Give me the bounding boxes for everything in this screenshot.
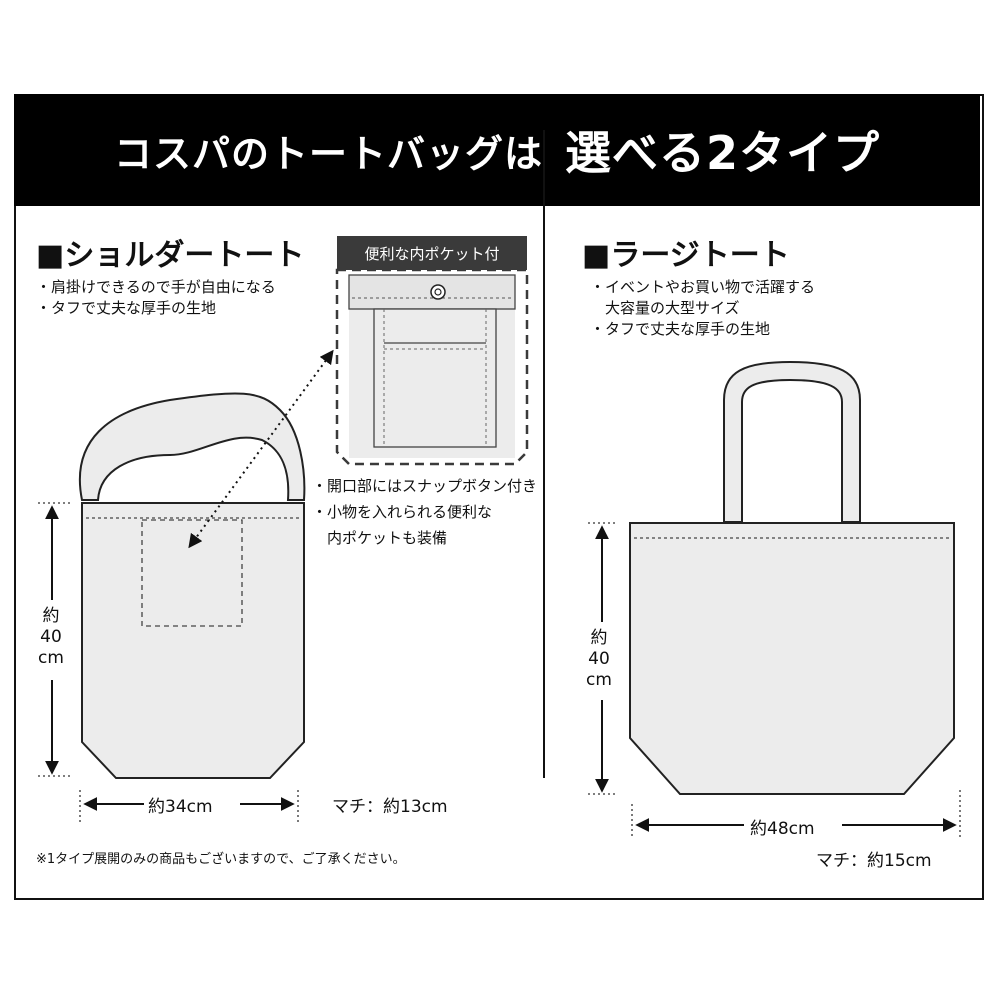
header-title: コスパのトートバッグは 選べる2タイプ [14, 94, 980, 206]
pocket-pointer-arrow [188, 349, 334, 549]
feature-item: 大容量の大型サイズ [590, 299, 740, 317]
height-label-prefix: 約 [590, 628, 608, 648]
height-label-prefix: 約 [42, 606, 60, 626]
feature-item: ・肩掛けできるので手が自由になる [36, 278, 276, 296]
snap-button-icon [430, 284, 446, 300]
feature-item: ・タフで丈夫な厚手の生地 [36, 299, 217, 317]
section-divider [543, 130, 545, 778]
large-height-label: 約 40 cm [582, 628, 616, 691]
pocket-note-1: ・開口部にはスナップボタン付き [312, 477, 538, 495]
shoulder-strap [78, 392, 306, 501]
pocket-callout-box [335, 268, 529, 466]
height-label-unit: cm [586, 670, 612, 690]
large-tote-handles [723, 360, 861, 523]
shoulder-tote-body [81, 502, 305, 779]
header-bar: コスパのトートバッグは 選べる2タイプ [14, 94, 980, 206]
large-tote-features: ・イベントやお買い物で活躍する 大容量の大型サイズ ・タフで丈夫な厚手の生地 [590, 277, 815, 340]
height-label-value: 40 [588, 649, 610, 669]
large-tote-title: ■ラージトート [582, 238, 790, 273]
large-gusset-label: マチ：約15cm [816, 851, 932, 871]
pocket-note-3: 内ポケットも装備 [312, 529, 448, 547]
feature-item: ・タフで丈夫な厚手の生地 [590, 320, 771, 338]
large-width-label: 約48cm [750, 819, 815, 839]
height-label-value: 40 [40, 627, 62, 647]
pocket-detail-panel [373, 308, 497, 448]
feature-item: ・イベントやお買い物で活躍する [590, 278, 816, 296]
shoulder-gusset-label: マチ：約13cm [332, 797, 448, 817]
shoulder-height-label: 約 40 cm [34, 606, 68, 669]
shoulder-tote-title: ■ショルダートート [36, 238, 305, 273]
header-title-sub: 選べる2タイプ [565, 126, 881, 180]
height-label-unit: cm [38, 648, 64, 668]
footnote: ※1タイプ展開のみの商品もございますので、ご了承ください。 [36, 852, 406, 867]
shoulder-tote-features: ・肩掛けできるので手が自由になる ・タフで丈夫な厚手の生地 [36, 277, 276, 319]
snap-button-inner [434, 288, 442, 296]
pocket-callout-header: 便利な内ポケット付 [337, 236, 527, 270]
pocket-note-2: ・小物を入れられる便利な [312, 503, 493, 521]
shoulder-width-label: 約34cm [148, 797, 213, 817]
header-title-main: コスパのトートバッグは [113, 131, 543, 176]
large-tote-body [629, 522, 955, 795]
